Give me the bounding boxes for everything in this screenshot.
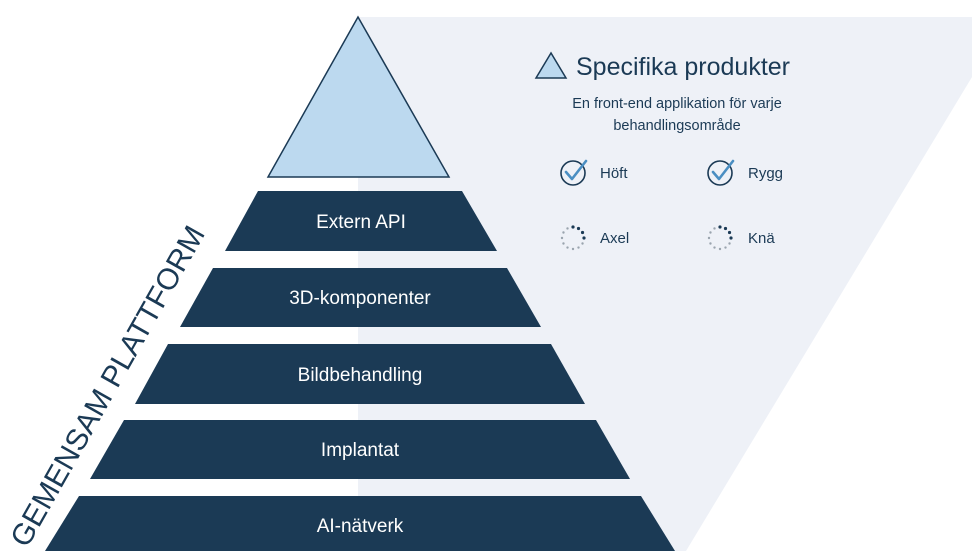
legend-title: Specifika produkter (576, 53, 790, 81)
loading-dots-icon (560, 225, 586, 251)
pyramid-tier-implantat: Implantat (90, 420, 630, 479)
product-item-kna: Knä (707, 225, 775, 251)
tier-band (180, 268, 541, 327)
tier-band (45, 496, 675, 551)
tier-band (90, 420, 630, 479)
loading-dot (571, 225, 575, 229)
tier-band (135, 344, 585, 404)
legend: Specifika produkter En front-end applika… (534, 51, 790, 134)
loading-dot (560, 236, 564, 240)
loading-dot (727, 230, 732, 235)
tier-label: 3D-komponenter (289, 288, 431, 309)
product-label: Höft (600, 165, 628, 182)
loading-dot (581, 242, 584, 245)
check-circle-icon (560, 159, 588, 186)
loading-dot (718, 225, 722, 229)
loading-dot (566, 227, 569, 230)
loading-dot (723, 226, 728, 231)
product-item-hoft: Höft (560, 159, 628, 186)
tier-label: Bildbehandling (298, 365, 423, 386)
product-item-axel: Axel (560, 225, 629, 251)
loading-dot (709, 231, 712, 234)
loading-dot (576, 226, 581, 231)
background-panel (358, 17, 972, 551)
legend-subtitle-line1: En front-end applikation för varje (572, 96, 782, 112)
loading-dot (562, 242, 565, 245)
tier-band (225, 191, 497, 251)
loading-dot (566, 246, 569, 249)
tier-label: Implantat (321, 440, 400, 461)
check-circle-icon (707, 159, 735, 186)
pyramid-tier-3d-komponenter: 3D-komponenter (180, 268, 541, 327)
loading-dot (707, 236, 711, 240)
loading-dot (713, 227, 716, 230)
pyramid-tier-ai-natverk: AI-nätverk (45, 496, 675, 551)
loading-dot (577, 246, 580, 249)
loading-dot (562, 231, 565, 234)
loading-dot (728, 242, 731, 245)
loading-dot (571, 247, 575, 251)
product-label: Axel (600, 230, 629, 247)
pyramid-tier-bildbehandling: Bildbehandling (135, 344, 585, 404)
product-item-rygg: Rygg (707, 159, 783, 186)
loading-dot (582, 236, 586, 240)
legend-subtitle-line2: behandlingsområde (613, 118, 740, 134)
tier-label: Extern API (316, 212, 406, 233)
triangle-outline-icon (534, 51, 568, 79)
loading-dot (580, 230, 585, 235)
loading-dot (709, 242, 712, 245)
apex-triangle (266, 15, 451, 178)
loading-dot (713, 246, 716, 249)
product-label: Rygg (748, 165, 783, 182)
tier-label: AI-nätverk (317, 516, 404, 537)
loading-dot (729, 236, 733, 240)
loading-dot (718, 247, 722, 251)
product-label: Knä (748, 230, 775, 247)
pyramid-tier-extern-api: Extern API (225, 191, 497, 251)
loading-dot (724, 246, 727, 249)
loading-dots-icon (707, 225, 733, 251)
